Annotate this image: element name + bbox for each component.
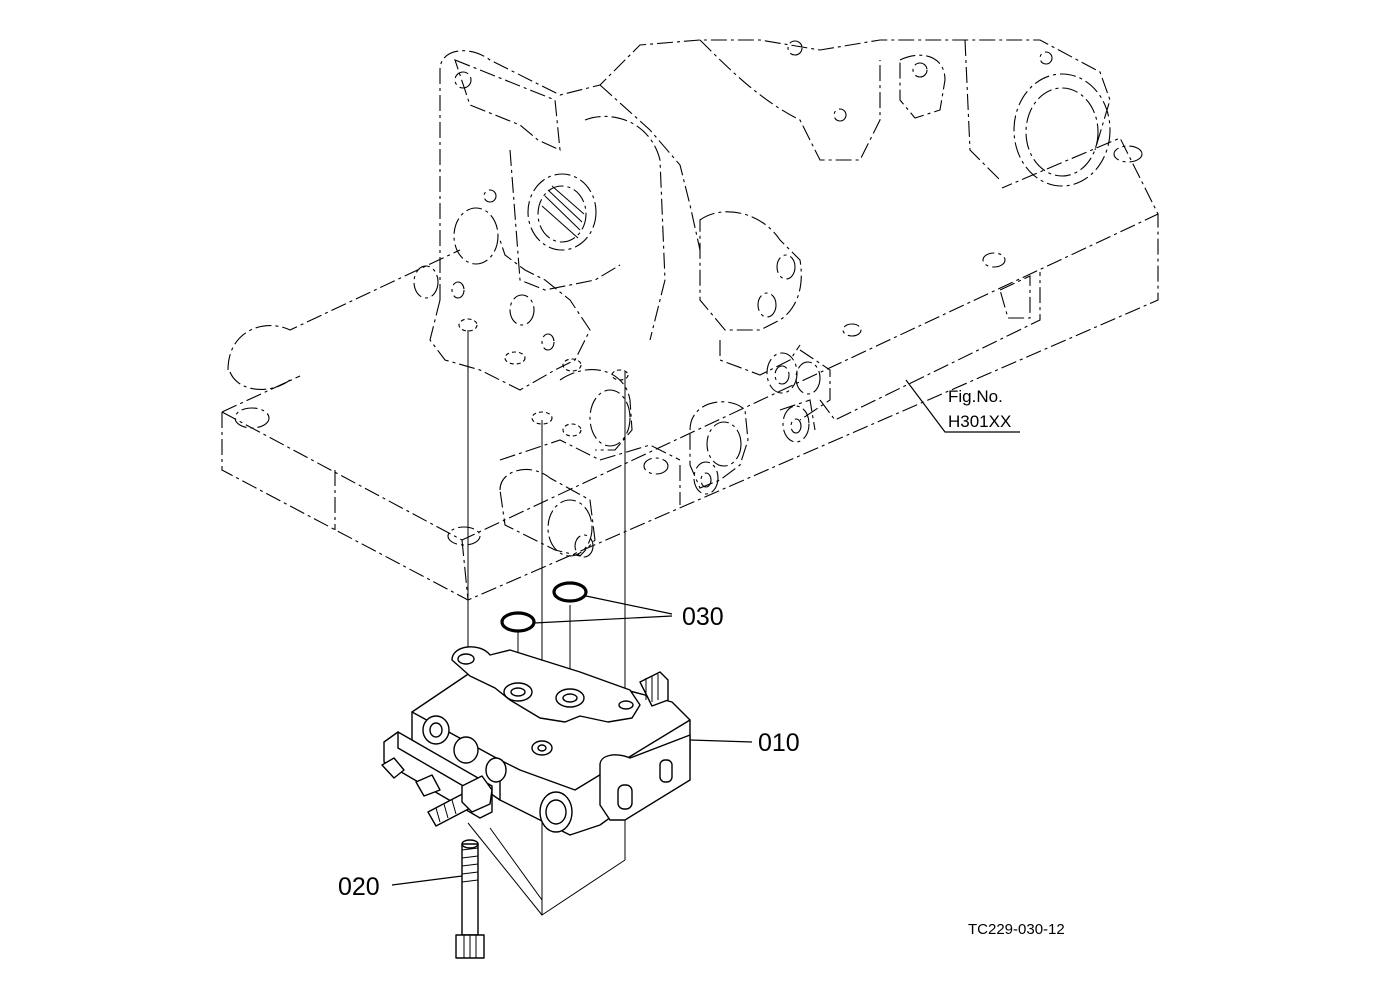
o-ring-set bbox=[500, 581, 588, 633]
callout-label-010: 010 bbox=[758, 729, 800, 757]
leader-fig-reference bbox=[905, 379, 1020, 433]
o-ring-lower bbox=[500, 611, 536, 633]
leader-030a bbox=[585, 595, 673, 615]
figure-reference-line2: H301XX bbox=[948, 412, 1011, 431]
leader-010 bbox=[689, 739, 753, 743]
callout-label-020: 020 bbox=[338, 873, 380, 901]
drawing-code-label: TC229-030-12 bbox=[968, 921, 1065, 938]
leader-020 bbox=[391, 875, 463, 886]
control-valve-drawing bbox=[381, 646, 691, 836]
callout-label-030: 030 bbox=[682, 603, 724, 631]
figure-reference-line1: Fig.No. bbox=[948, 387, 1003, 406]
o-ring-upper bbox=[552, 581, 588, 603]
bolt-drawing bbox=[455, 839, 485, 959]
callout-leaders bbox=[391, 379, 1020, 886]
transmission-housing-drawing bbox=[221, 39, 1159, 601]
leader-030b bbox=[533, 615, 673, 624]
